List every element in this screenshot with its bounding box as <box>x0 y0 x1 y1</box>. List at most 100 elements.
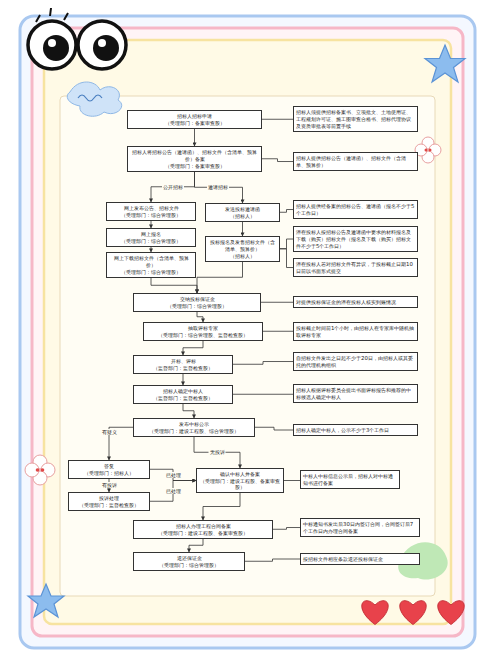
edge-label: 有疑义 <box>101 429 118 435</box>
middle-frame <box>32 28 463 636</box>
process-box: 网上报名（受理部门：综合管理股） <box>106 228 196 247</box>
flow-connector <box>150 481 196 502</box>
box-title: 发布中标公示 <box>136 421 252 428</box>
box-subtitle: （受理部门：建设工程股、备案审查股） <box>199 478 281 491</box>
box-title: 投标截止时间前1个小时，由招标人在专家库中随机抽取评标专家 <box>296 325 415 339</box>
box-title: 答复 <box>71 463 147 470</box>
flow-connector <box>255 427 293 430</box>
box-subtitle: （受理部门：备案审查股） <box>130 163 259 170</box>
note-box: 中标通知书发出后30日内签订合同，合同签订后7个工作日内办理合同备案 <box>300 518 420 537</box>
box-title: 招标人提供招标公告（邀请函）、招标文件（含清单、预算价） <box>296 155 415 169</box>
content-panel <box>60 96 435 596</box>
flower-petal <box>25 463 39 477</box>
edge-label: 有投诉 <box>101 482 118 488</box>
flower-dot <box>429 149 432 152</box>
box-subtitle: （监督部门：监督检查股） <box>136 395 230 402</box>
box-title: 投标报名及发售招标文件（含清单、预算价） <box>208 239 277 253</box>
star-shape <box>28 584 64 617</box>
flow-connector <box>183 374 184 385</box>
box-title: 自招标文件发出之日起不少于20日，由招标人或其委托的代理机构组织 <box>296 355 415 369</box>
flow-connector <box>150 469 196 480</box>
process-box: 网上发布公告、招标文件（受理部门：综合管理股） <box>106 202 196 221</box>
box-subtitle: （受理部门：综合管理股） <box>109 269 193 276</box>
flower-dot <box>36 468 40 472</box>
box-subtitle: （受理部门：备案审查股） <box>130 120 259 127</box>
star-shape <box>425 45 465 82</box>
flow-connector <box>189 539 203 552</box>
flow-connector <box>194 437 240 468</box>
process-box: 网上下载招标文件（含清单、预算价）（受理部门：综合管理股） <box>106 252 196 278</box>
box-subtitle: （招标人） <box>208 253 277 260</box>
box-title: 中标人中标信息公示后，招标人对中标通知书进行备案 <box>303 473 397 487</box>
flow-connector <box>197 262 243 293</box>
box-subtitle: （受理部门：综合管理股、监督检查股） <box>146 332 260 339</box>
note-box: 招标人须提供招标备案书、立项批文、土地使用证、工程规划许可证、施工图审查合格书、… <box>293 106 418 132</box>
box-title: 退还保证金 <box>136 555 242 562</box>
flow-connector <box>242 222 243 236</box>
eyelash <box>36 8 68 22</box>
flow-connector <box>233 394 293 395</box>
flow-connector <box>284 480 300 481</box>
process-box: 答复（受理部门：招标人） <box>68 460 150 479</box>
process-box: 投诉处理（受理部门：监督检查股） <box>68 492 150 511</box>
box-subtitle: （招标人） <box>208 213 277 220</box>
box-subtitle: （监督部门：监督检查股） <box>136 365 230 372</box>
box-title: 按招标文件相应条款退还投标保证金 <box>303 556 417 563</box>
process-box: 投标报名及发售招标文件（含清单、预算价）（招标人） <box>205 236 280 262</box>
note-box: 潜在投标人若对招标文件有异议，于投标截止日期10日前以书面形式提交 <box>293 258 418 277</box>
flow-connector <box>194 129 195 146</box>
box-subtitle: （受理部门：综合管理股） <box>109 212 193 219</box>
flow-connector <box>245 559 300 561</box>
box-title: 网上发布公告、招标文件 <box>109 205 193 212</box>
flow-connector <box>151 172 195 202</box>
flow-connector <box>203 493 240 520</box>
heart-shape <box>438 601 464 625</box>
box-title: 招标人招标申请 <box>130 113 259 120</box>
box-subtitle: （受理部门：监督检查股） <box>71 502 147 509</box>
eye-pupil <box>43 35 69 61</box>
box-title: 招标人须提供招标备案书、立项批文、土地使用证、工程规划许可证、施工图审查合格书、… <box>296 109 415 130</box>
edge-label: 无投诉 <box>209 449 226 455</box>
box-title: 招标人将招标公告（邀请函）、招标文件（含清单、预算价）备案 <box>130 149 259 163</box>
note-box: 自招标文件发出之日起不少于20日，由招标人或其委托的代理机构组织 <box>293 352 418 371</box>
note-box: 中标人中标信息公示后，招标人对中标通知书进行备案 <box>300 470 400 489</box>
note-box: 招标人根据评标委员会提出书面评标报告和推荐的中标候选人确定中标人 <box>293 384 418 403</box>
inner-frame <box>44 40 451 624</box>
heart-shape <box>400 601 426 625</box>
box-subtitle: （受理部门：综合管理股） <box>136 562 242 569</box>
process-box: 确认中标人并备案（受理部门：建设工程股、备案审查股） <box>196 468 284 493</box>
heart-shape <box>362 601 388 625</box>
flow-connector <box>263 331 293 332</box>
box-title: 对提供投标保证金的潜在投标人核实到账情况 <box>296 299 415 306</box>
flow-connector <box>151 247 152 252</box>
box-title: 招标人根据评标委员会提出书面评标报告和推荐的中标候选人确定中标人 <box>296 387 415 401</box>
edge-label: 已处理 <box>165 472 182 478</box>
flow-connector <box>280 239 293 249</box>
box-title: 交纳投标保证金 <box>136 296 258 303</box>
flow-connector <box>151 221 152 228</box>
box-title: 招标人办理工程合同备案 <box>136 523 270 530</box>
process-box: 招标人办理工程合同备案（受理部门：建设工程股、备案审查股） <box>133 520 273 539</box>
box-subtitle: （受理部门：综合管理股） <box>109 238 193 245</box>
box-title: 开标、评标 <box>136 358 230 365</box>
flow-connector <box>261 302 293 303</box>
box-subtitle: （受理部门：招标人） <box>71 470 147 477</box>
process-box: 交纳投标保证金（受理部门：综合管理股） <box>133 293 261 312</box>
flow-connector <box>273 528 300 530</box>
eye-white <box>78 21 126 69</box>
process-box: 抽取评标专家（受理部门：综合管理股、监督检查股） <box>143 322 263 341</box>
flow-connector <box>197 312 203 322</box>
flow-connector <box>195 172 243 203</box>
process-box: 发布中标公示（受理部门：建设工程股、综合管理股） <box>133 418 255 437</box>
outer-frame <box>20 16 475 648</box>
note-box: 招标人提供经备案的招标公告、邀请函（报名不少于5个工作日） <box>293 200 418 219</box>
flower-decor <box>415 137 441 163</box>
box-title: 网上下载招标文件（含清单、预算价） <box>109 255 193 269</box>
box-title: 招标人确定中标人，公示不少于3个工作日 <box>296 427 415 434</box>
box-title: 投诉处理 <box>71 495 147 502</box>
flow-connector <box>280 249 293 268</box>
squiggle-line <box>78 95 102 101</box>
process-box: 发送投标邀请函（招标人） <box>205 203 280 222</box>
